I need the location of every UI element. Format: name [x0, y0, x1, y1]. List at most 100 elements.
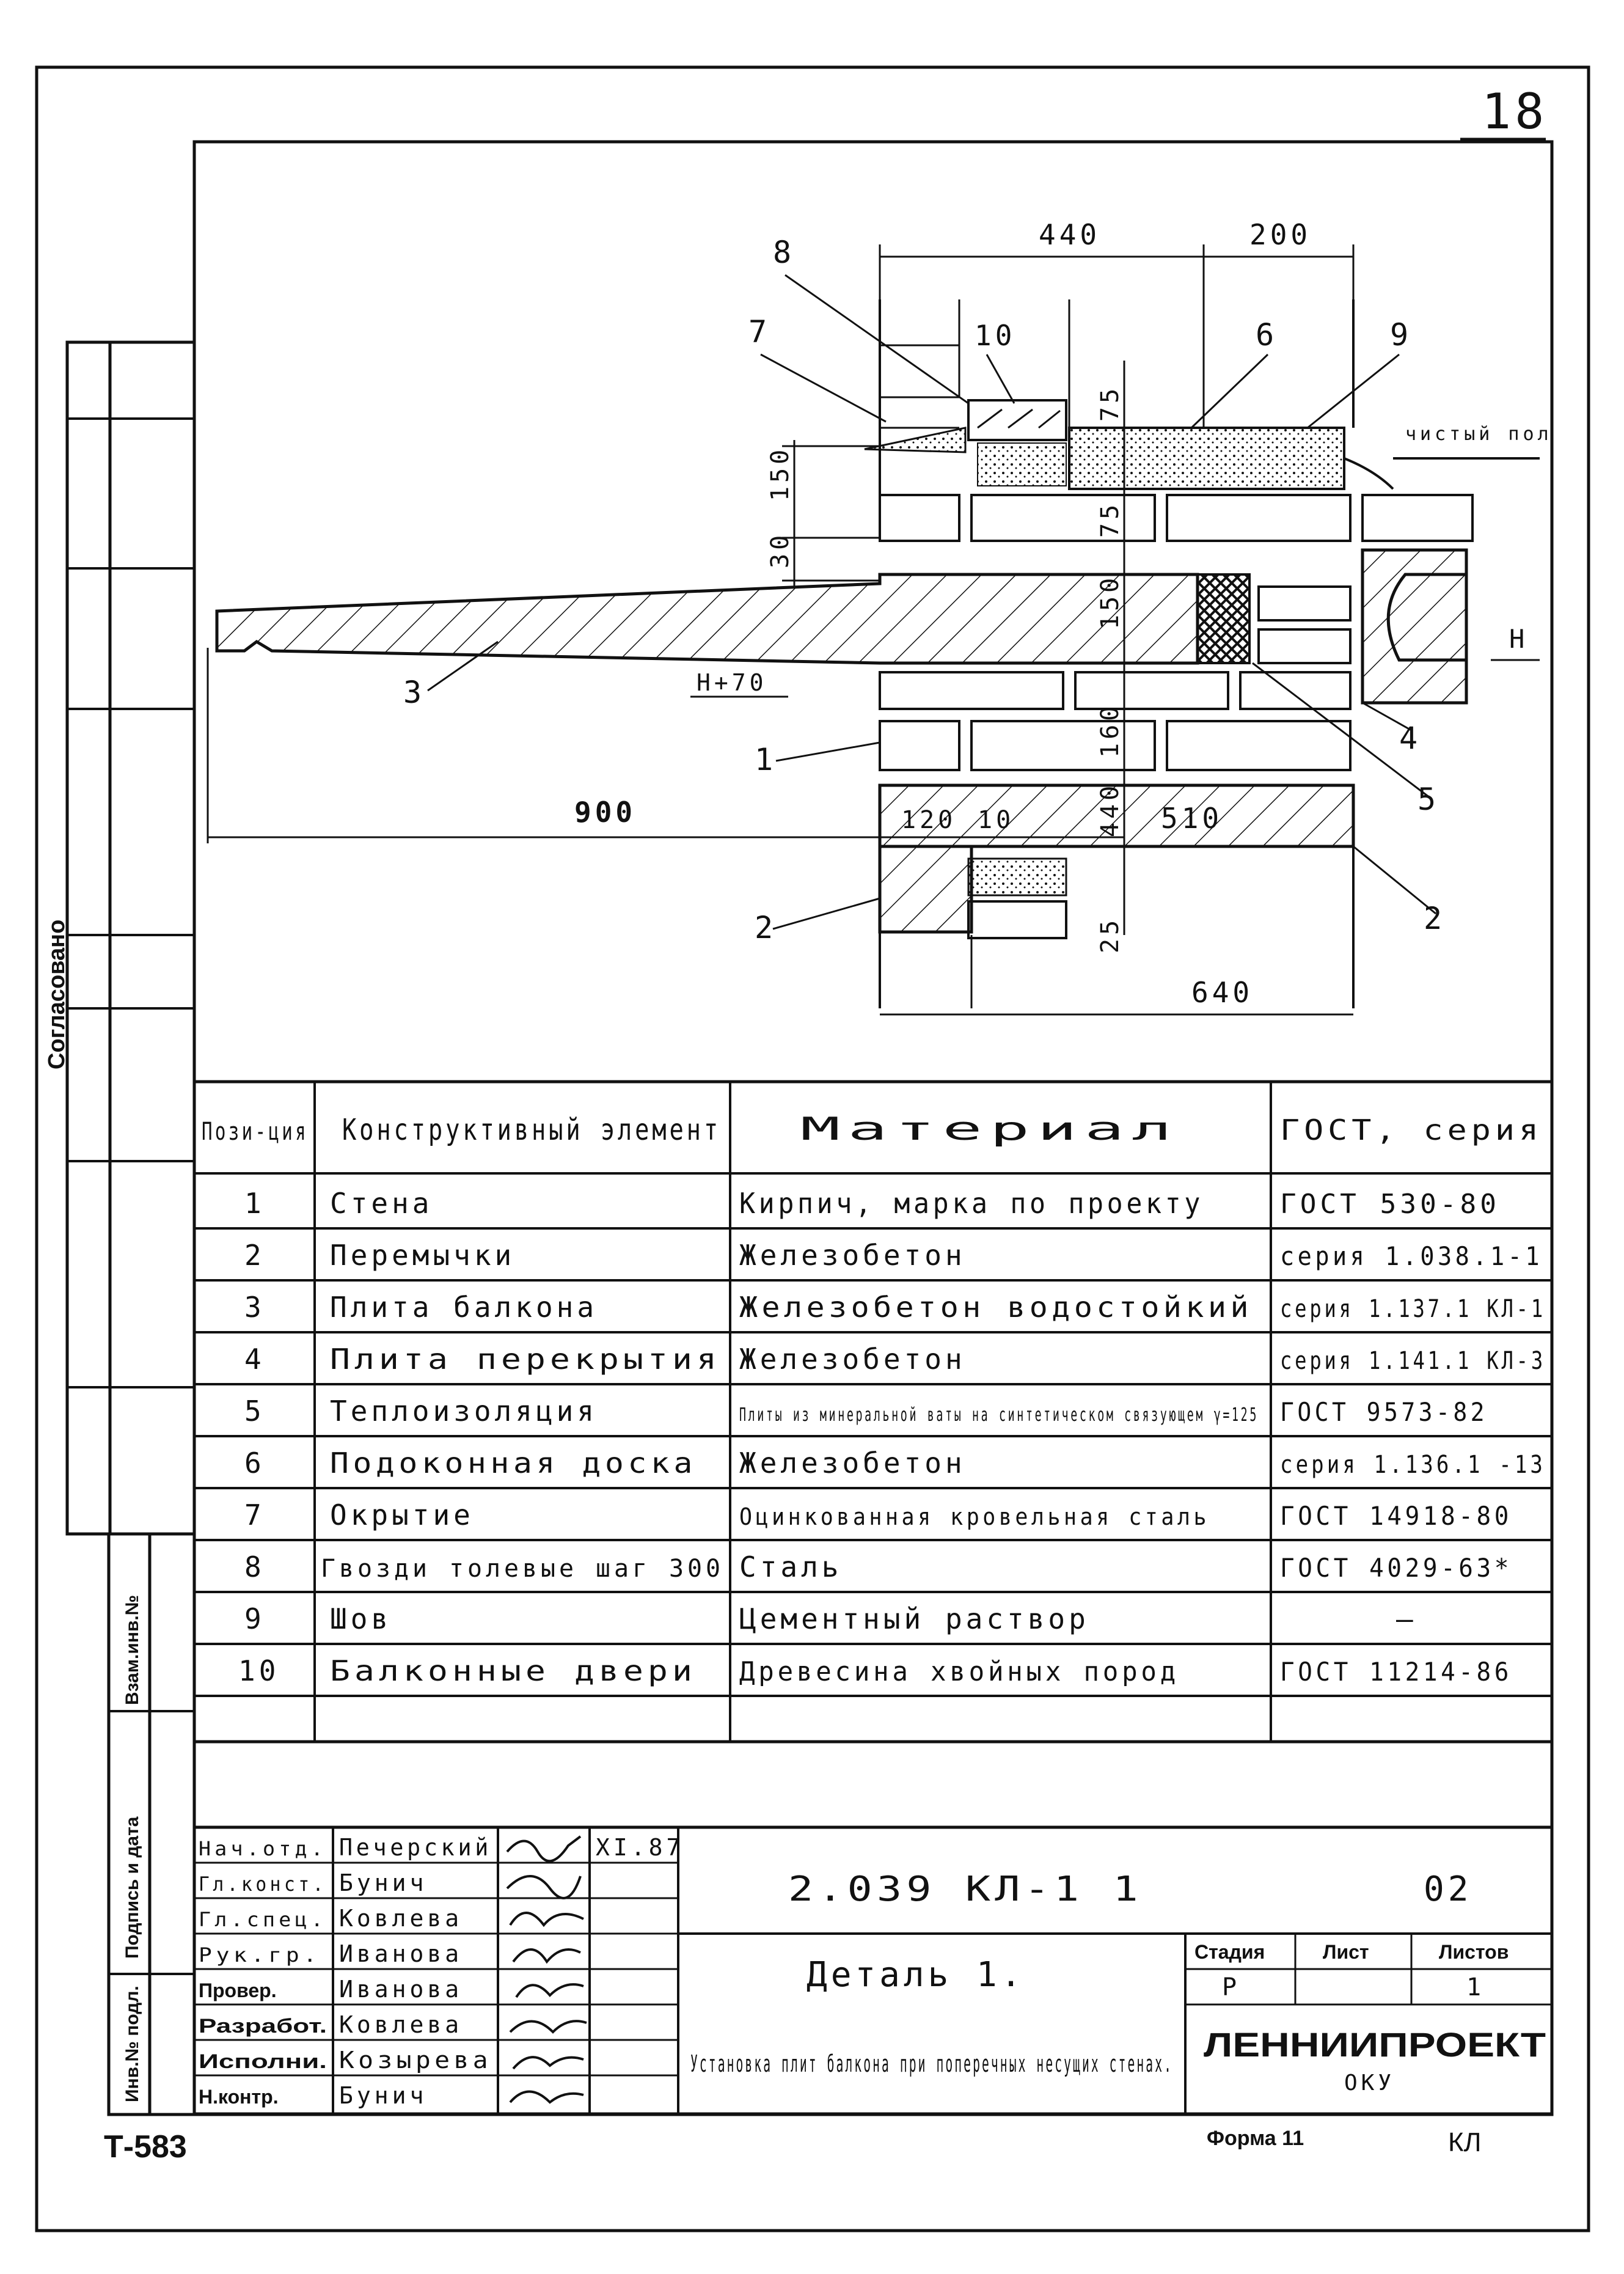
table-row: 1 Стена Кирпич, марка по проекту ГОСТ 53…: [244, 1187, 1500, 1220]
lower-wall: [878, 671, 1355, 1008]
row-material: Железобетон: [739, 1447, 966, 1480]
row-pos: 1: [244, 1187, 265, 1220]
stage-value: Р: [1222, 1973, 1240, 2001]
row-gost: ГОСТ 4029-63*: [1280, 1553, 1512, 1583]
dim-75-top: 75: [1096, 385, 1124, 422]
sig-name: Печерский: [339, 1834, 492, 1861]
row-pos: 3: [244, 1291, 265, 1324]
row-element: Гвозди толевые шаг 300: [321, 1555, 724, 1583]
table-row: 2 Перемычки Железобетон серия 1.038.1-1: [244, 1239, 1539, 1272]
row-gost: серия 1.141.1 КЛ-3: [1280, 1347, 1546, 1375]
replace-inv-label: Взам.инв.№: [122, 1595, 142, 1705]
callout-8: 8: [773, 235, 795, 270]
row-element: Плита перекрытия: [330, 1343, 721, 1376]
sig-name: Бунич: [339, 1869, 427, 1896]
dimension-lines: [207, 244, 1355, 1016]
signature-date-label: Подпись и дата: [122, 1816, 142, 1959]
corner-mark: КЛ: [1448, 2127, 1482, 2157]
dim-640: 640: [1191, 976, 1253, 1009]
upper-wall: [864, 299, 1540, 542]
row-element: Окрытие: [330, 1498, 474, 1531]
row-material: Железобетон: [739, 1343, 966, 1376]
table-row: 9 Шов Цементный раствор —: [244, 1602, 1417, 1635]
window-board: [1068, 427, 1345, 490]
sig-role: Разработ.: [199, 2015, 327, 2037]
row-gost: —: [1396, 1602, 1417, 1635]
sig-role: Рук.гр.: [199, 1943, 321, 1967]
dim-10: 10: [978, 806, 1014, 834]
row-element: Шов: [330, 1602, 392, 1635]
header-gost: ГОСТ, серия: [1280, 1113, 1543, 1146]
row-material: Оцинкованная кровельная сталь: [739, 1503, 1210, 1530]
row-material: Древесина хвойных пород: [739, 1656, 1179, 1687]
row-gost: ГОСТ 9573-82: [1280, 1397, 1488, 1427]
row-pos: 4: [244, 1343, 265, 1376]
organization-name: ЛЕННИИПРОЕКТ: [1204, 2025, 1546, 2064]
title-block: Нач.отд. Печерский Гл.конст. Бунич Гл.сп…: [192, 1825, 1554, 2116]
sheet-header: Лист: [1323, 1941, 1369, 1963]
approval-stamp-text: Согласовано: [44, 920, 70, 1069]
sig-name: Козырева: [339, 2047, 492, 2074]
header-element: Конструктивный элемент: [342, 1113, 721, 1147]
row-pos: 9: [244, 1602, 265, 1635]
stage-header: Стадия: [1194, 1941, 1265, 1963]
dim-25: 25: [1096, 917, 1124, 953]
thermal-insulation: [1196, 573, 1251, 664]
row-element: Теплоизоляция: [330, 1395, 598, 1428]
insulation-upper: [977, 442, 1067, 486]
callout-5: 5: [1417, 782, 1439, 817]
sig-role: Исполни.: [199, 2050, 327, 2072]
table-row: 4 Плита перекрытия Железобетон серия 1.1…: [244, 1343, 1546, 1376]
callout-3: 3: [403, 675, 425, 710]
row-element: Подоконная доска: [330, 1447, 697, 1480]
row-element: Стена: [330, 1187, 433, 1220]
level-mark-h: Н: [1509, 624, 1528, 654]
row-material: Железобетон: [739, 1239, 966, 1272]
callouts: [427, 274, 1436, 930]
row-element: Балконные двери: [330, 1654, 697, 1687]
lintel-lower: [878, 845, 973, 934]
row-pos: 7: [244, 1498, 265, 1531]
callout-2-right: 2: [1424, 901, 1446, 936]
sig-name: Иванова: [339, 1940, 463, 1967]
row-material: Железобетон водостойкий: [739, 1291, 1253, 1324]
row-material: Плиты из минеральной ваты на синтетическ…: [739, 1404, 1259, 1426]
table-row: 8 Гвозди толевые шаг 300 Сталь ГОСТ 4029…: [244, 1550, 1512, 1583]
specification-table: Пози-ция Конструктивный элемент Материал…: [192, 1080, 1554, 1744]
dim-top-right: 200: [1249, 218, 1311, 251]
table-row: 3 Плита балкона Железобетон водостойкий …: [244, 1291, 1546, 1324]
clean-floor-label: чистый пол: [1405, 424, 1553, 445]
callout-6: 6: [1256, 317, 1278, 353]
door-frame-lower: [967, 900, 1067, 939]
sig-role: Гл.конст.: [199, 1872, 327, 1896]
floor-slab: [1361, 548, 1468, 705]
callout-1: 1: [755, 742, 777, 777]
sig-role: Гл.спец.: [199, 1908, 327, 1931]
dim-120: 120: [901, 806, 956, 834]
balcony-detail-drawing: 440 200 75 75 150 30 150 160 440 120 10 …: [207, 218, 1553, 1016]
header-material: Материал: [800, 1111, 1179, 1148]
callout-7: 7: [748, 314, 770, 350]
row-gost: ГОСТ 530-80: [1280, 1189, 1500, 1220]
sig-role: Провер.: [199, 1979, 277, 2001]
sig-role: Нач.отд.: [199, 1837, 327, 1860]
dim-510: 510: [1161, 802, 1223, 835]
table-row: 7 Окрытие Оцинкованная кровельная сталь …: [244, 1498, 1509, 1531]
balcony-slab: [215, 573, 1199, 665]
sig-role: Н.контр.: [199, 2086, 279, 2108]
header-position: Пози-ция: [202, 1118, 309, 1146]
callout-10: 10: [975, 319, 1015, 352]
row-pos: 10: [238, 1654, 279, 1687]
row-pos: 5: [244, 1395, 265, 1428]
detail-description: Установка плит балкона при поперечных не…: [690, 2050, 1173, 2077]
page-number: 18: [1482, 83, 1548, 140]
lintel: [878, 783, 1355, 848]
sig-name: Ковлева: [339, 2011, 463, 2038]
door-frame-upper: [967, 399, 1067, 441]
signature-scribbles: [506, 1835, 587, 2104]
approval-date: XI.87: [596, 1834, 684, 1861]
row-gost: ГОСТ 11214-86: [1280, 1657, 1512, 1687]
row-gost: серия 1.137.1 КЛ-1: [1280, 1295, 1546, 1323]
organization-sub: ОКУ: [1344, 2070, 1395, 2096]
